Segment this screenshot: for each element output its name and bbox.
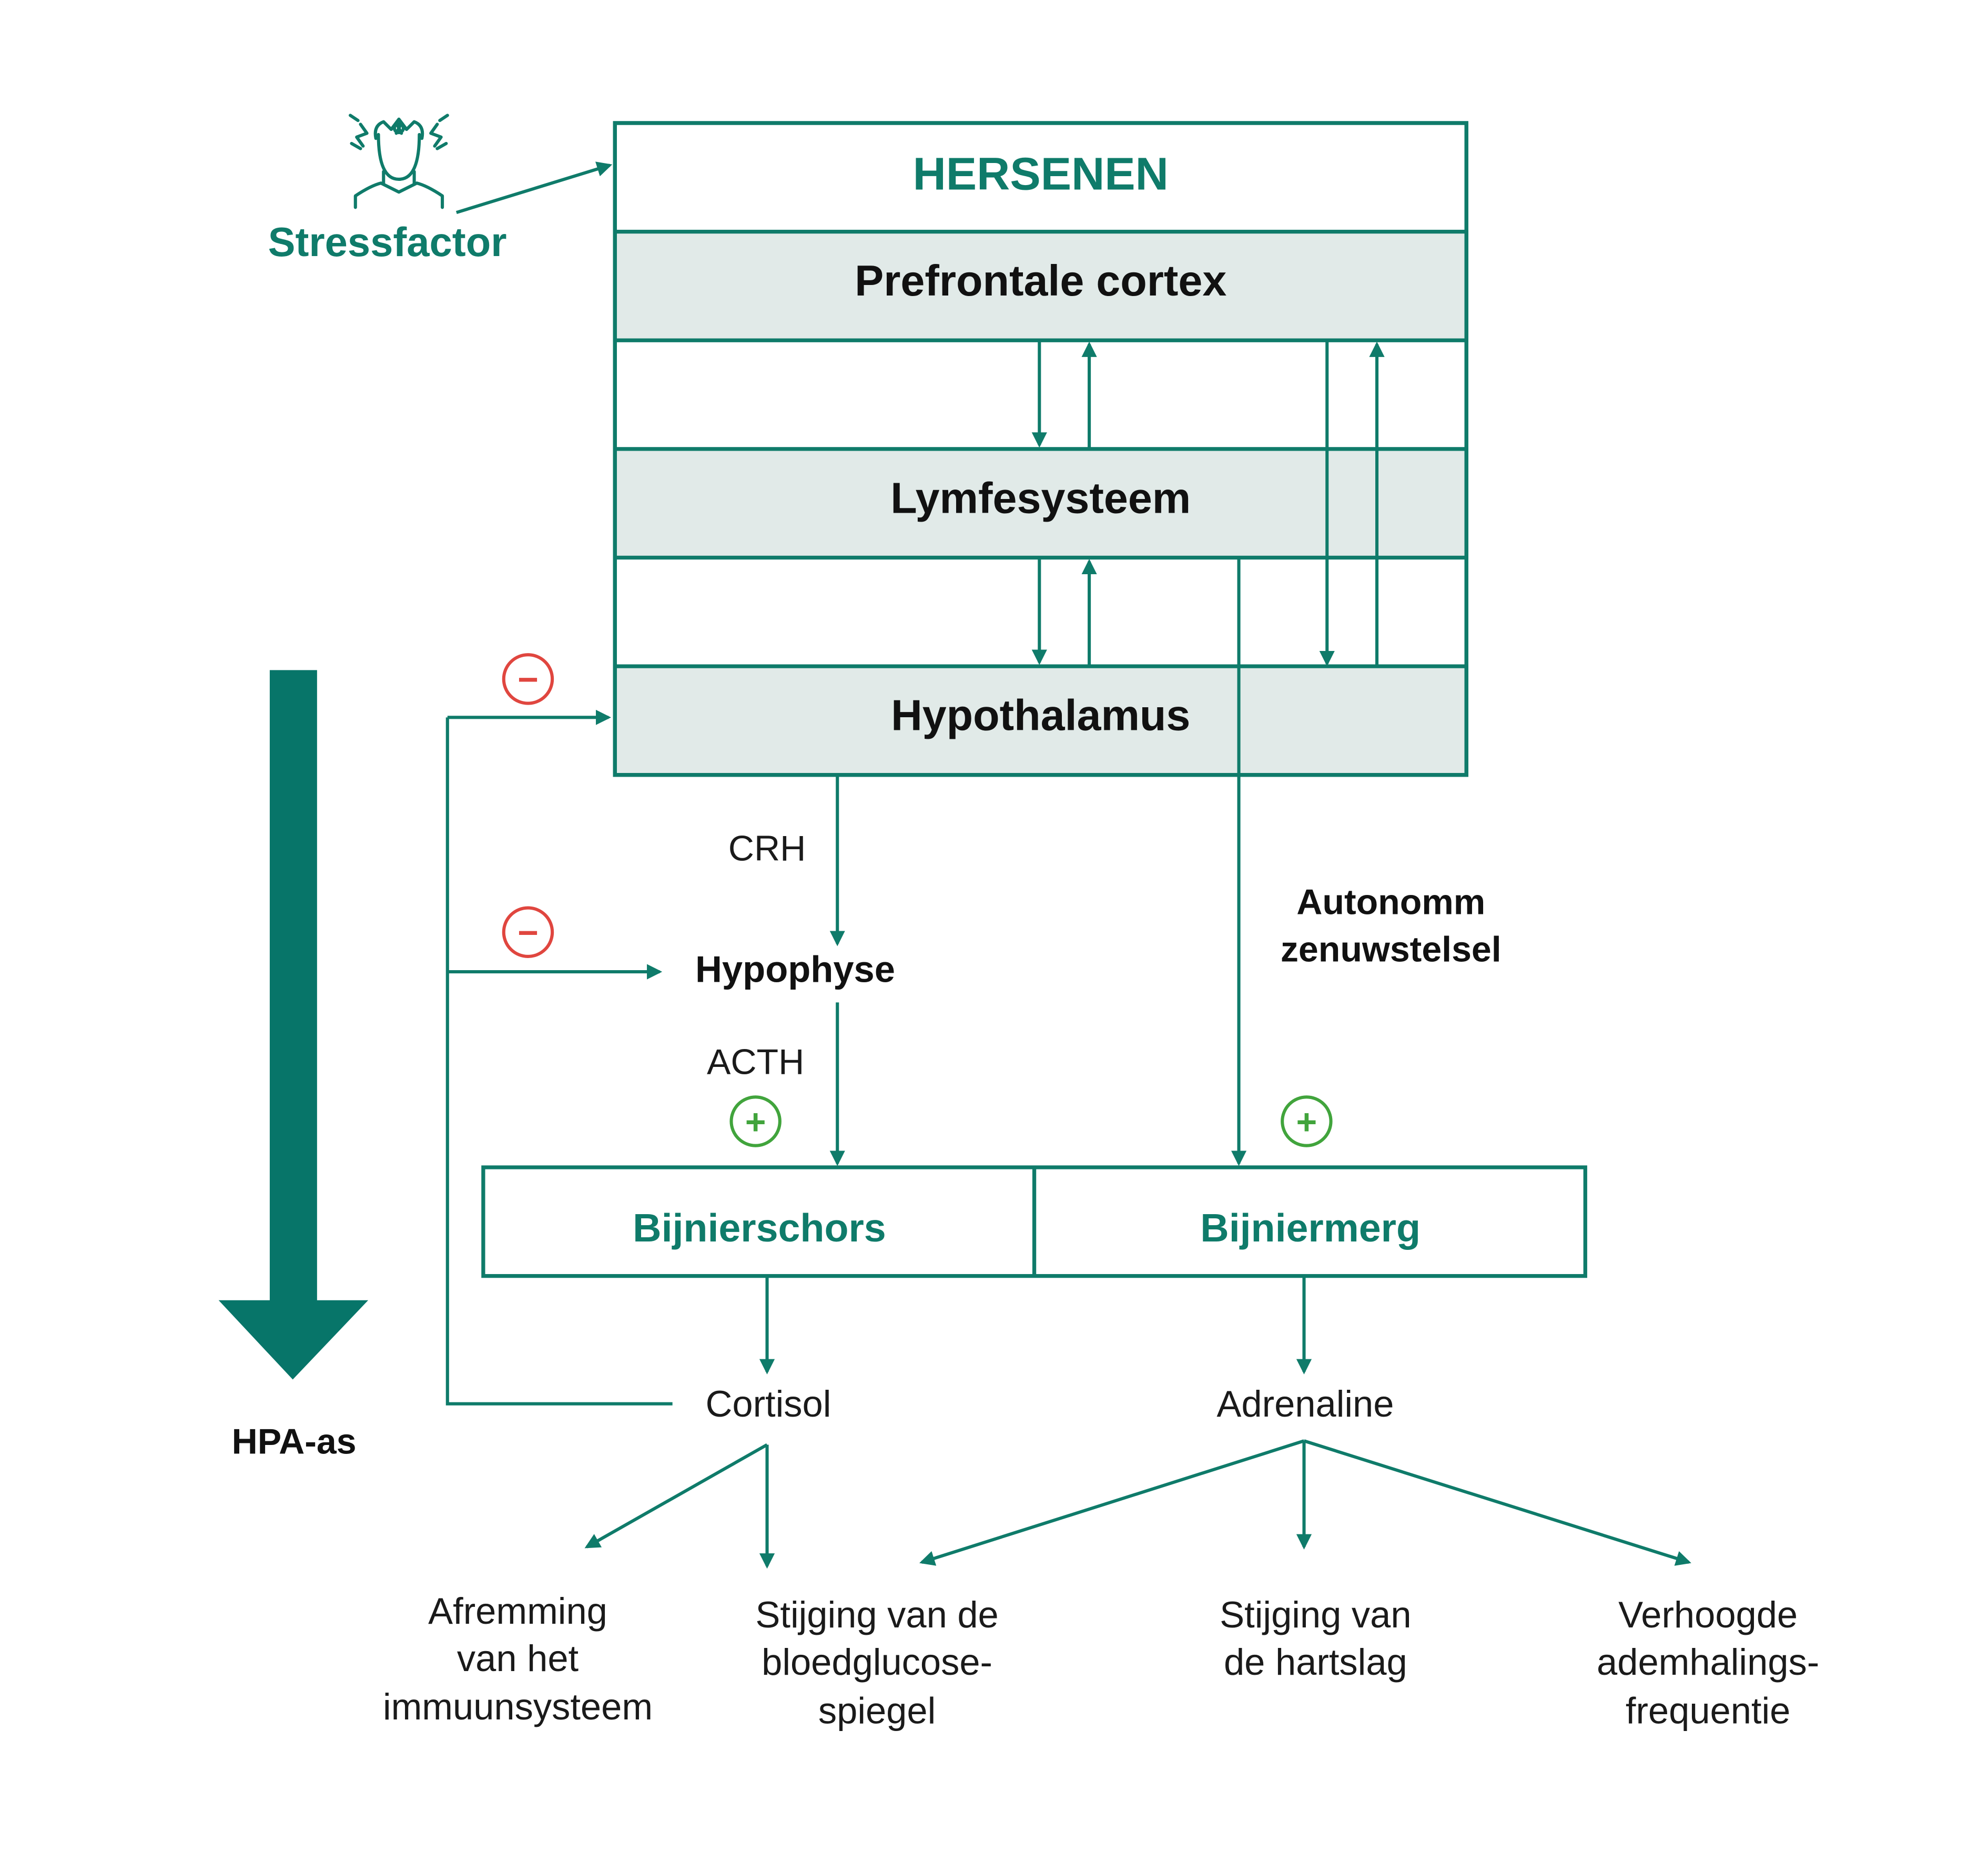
brain-block <box>613 121 1468 777</box>
svg-text:van het: van het <box>457 1637 579 1679</box>
inhibition-badge-hypothalamus: − <box>502 653 554 705</box>
svg-text:Stijging van de: Stijging van de <box>755 1594 998 1635</box>
stimulation-badge-medulla: + <box>1281 1095 1333 1147</box>
svg-text:Stijging van: Stijging van <box>1220 1594 1411 1635</box>
svg-text:ademhalings-: ademhalings- <box>1597 1641 1819 1683</box>
autonomic-label-line1: Autonomm <box>1296 882 1485 922</box>
svg-text:Verhoogde: Verhoogde <box>1618 1594 1798 1635</box>
effect-immune: Afremming van het immuunsysteem <box>383 1590 653 1727</box>
hpa-axis-label: HPA-as <box>232 1422 357 1462</box>
cortisol-feedback-line <box>445 717 673 1406</box>
stimulation-badge-cortex: + <box>729 1095 782 1147</box>
svg-text:+: + <box>745 1102 766 1142</box>
effect-heart: Stijging van de hartslag <box>1220 1594 1411 1683</box>
svg-text:spiegel: spiegel <box>818 1689 936 1731</box>
adrenal-medulla-label: Bijniermerg <box>1200 1206 1421 1250</box>
prefrontal-label: Prefrontale cortex <box>855 256 1226 305</box>
lymph-label: Lymfesysteem <box>890 473 1191 522</box>
svg-text:Afremming: Afremming <box>428 1590 607 1632</box>
svg-text:frequentie: frequentie <box>1626 1689 1791 1731</box>
acth-label: ACTH <box>707 1042 804 1082</box>
adrenal-cortex-label: Bijnierschors <box>633 1206 886 1250</box>
prefrontal-band <box>613 229 1468 342</box>
autonomic-label-line2: zenuwstelsel <box>1281 930 1502 970</box>
stressfactor-label: Stressfactor <box>268 220 507 265</box>
brain-title: HERSENEN <box>913 148 1169 199</box>
adrenaline-to-glucose-arrow <box>919 1439 1305 1566</box>
effect-glucose: Stijging van de bloedglucose- spiegel <box>755 1594 998 1731</box>
stressed-person-icon <box>349 114 449 209</box>
svg-text:de hartslag: de hartslag <box>1224 1641 1407 1683</box>
hypothalamus-label: Hypothalamus <box>891 691 1190 740</box>
cortisol-to-immune-arrow <box>584 1443 768 1549</box>
cortisol-label: Cortisol <box>705 1383 831 1424</box>
svg-text:+: + <box>1296 1102 1317 1142</box>
hypophyse-label: Hypophyse <box>695 949 895 990</box>
adrenaline-label: Adrenaline <box>1216 1383 1394 1424</box>
adrenal-gland-box <box>481 1165 1587 1278</box>
svg-text:−: − <box>518 913 539 953</box>
effect-breathing: Verhoogde ademhalings- frequentie <box>1597 1594 1819 1731</box>
inhibition-badge-hypophyse: − <box>502 906 554 958</box>
adrenaline-to-breathing-arrow <box>1303 1439 1691 1566</box>
svg-text:−: − <box>518 660 539 700</box>
svg-text:immuunsysteem: immuunsysteem <box>383 1686 653 1727</box>
hpa-axis-arrow <box>218 670 369 1380</box>
svg-text:bloedglucose-: bloedglucose- <box>762 1641 992 1683</box>
crh-label: CRH <box>728 829 806 869</box>
stress-to-brain-arrow <box>455 161 613 215</box>
